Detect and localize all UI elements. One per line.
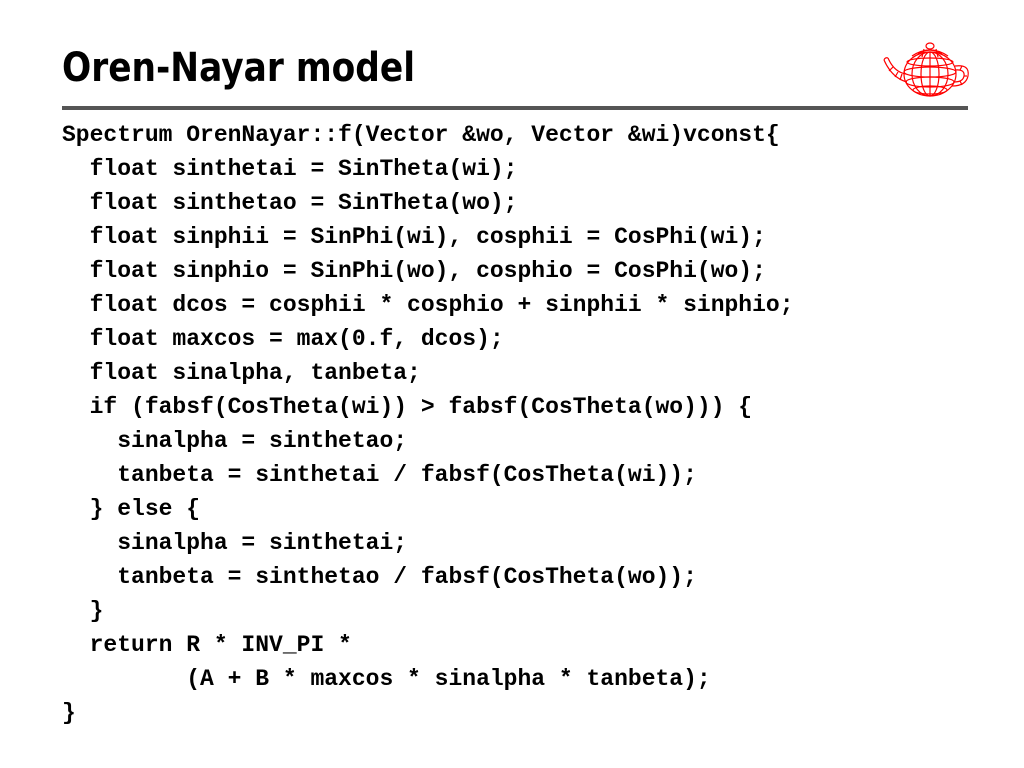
code-line: sinalpha = sinthetai;: [62, 530, 408, 556]
code-line: return R * INV_PI *: [62, 632, 352, 658]
code-line: }: [62, 700, 76, 726]
code-block: Spectrum OrenNayar::f(Vector &wo, Vector…: [62, 118, 794, 730]
code-line: float sinthetai = SinTheta(wi);: [62, 156, 518, 182]
code-line: }: [62, 598, 104, 624]
code-line: float maxcos = max(0.f, dcos);: [62, 326, 504, 352]
code-line: float dcos = cosphii * cosphio + sinphii…: [62, 292, 794, 318]
code-line: (A + B * maxcos * sinalpha * tanbeta);: [62, 666, 711, 692]
code-line: tanbeta = sinthetai / fabsf(CosTheta(wi)…: [62, 462, 697, 488]
code-line: if (fabsf(CosTheta(wi)) > fabsf(CosTheta…: [62, 394, 753, 420]
code-line: Spectrum OrenNayar::f(Vector &wo, Vector…: [62, 122, 780, 148]
title-divider: [62, 106, 968, 110]
wireframe-teapot-icon: [883, 42, 969, 97]
code-line: tanbeta = sinthetao / fabsf(CosTheta(wo)…: [62, 564, 697, 590]
code-line: float sinalpha, tanbeta;: [62, 360, 421, 386]
code-line: } else {: [62, 496, 201, 522]
code-line: float sinphio = SinPhi(wo), cosphio = Co…: [62, 258, 766, 284]
code-line: float sinphii = SinPhi(wi), cosphii = Co…: [62, 224, 766, 250]
slide-title: Oren-Nayar model: [62, 45, 416, 91]
code-line: float sinthetao = SinTheta(wo);: [62, 190, 518, 216]
code-line: sinalpha = sinthetao;: [62, 428, 408, 454]
